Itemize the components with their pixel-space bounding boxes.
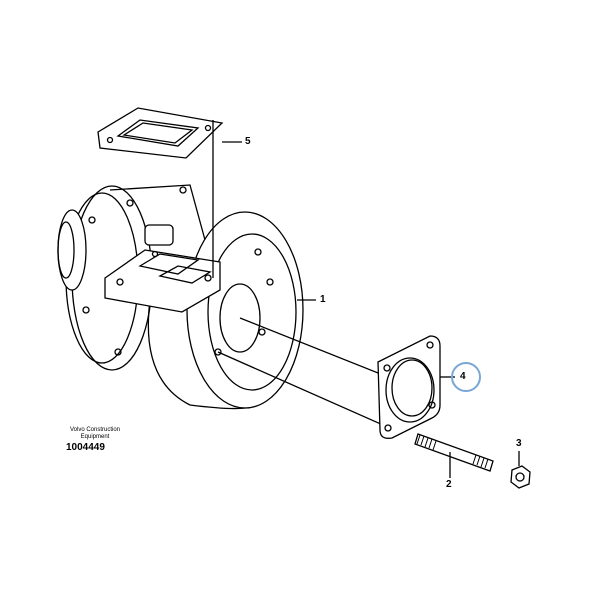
callout-4[interactable]: 4: [460, 371, 466, 382]
manufacturer-caption: Volvo Construction Equipment: [60, 427, 130, 441]
callout-4-highlight: [451, 362, 481, 392]
nut-3: [510, 451, 531, 489]
exhaust-flange: [104, 249, 221, 313]
gasket-4: [377, 335, 455, 439]
callout-1[interactable]: 1: [320, 294, 326, 305]
callout-3[interactable]: 3: [516, 438, 522, 449]
callout-2[interactable]: 2: [446, 479, 452, 490]
caption-line-1: Volvo Construction: [69, 427, 121, 433]
gasket-5: [97, 107, 242, 278]
illustration-number: 1004449: [66, 442, 105, 453]
callout-5[interactable]: 5: [245, 136, 251, 147]
stud-2: [414, 433, 494, 478]
caption-line-2: Equipment: [80, 434, 110, 440]
